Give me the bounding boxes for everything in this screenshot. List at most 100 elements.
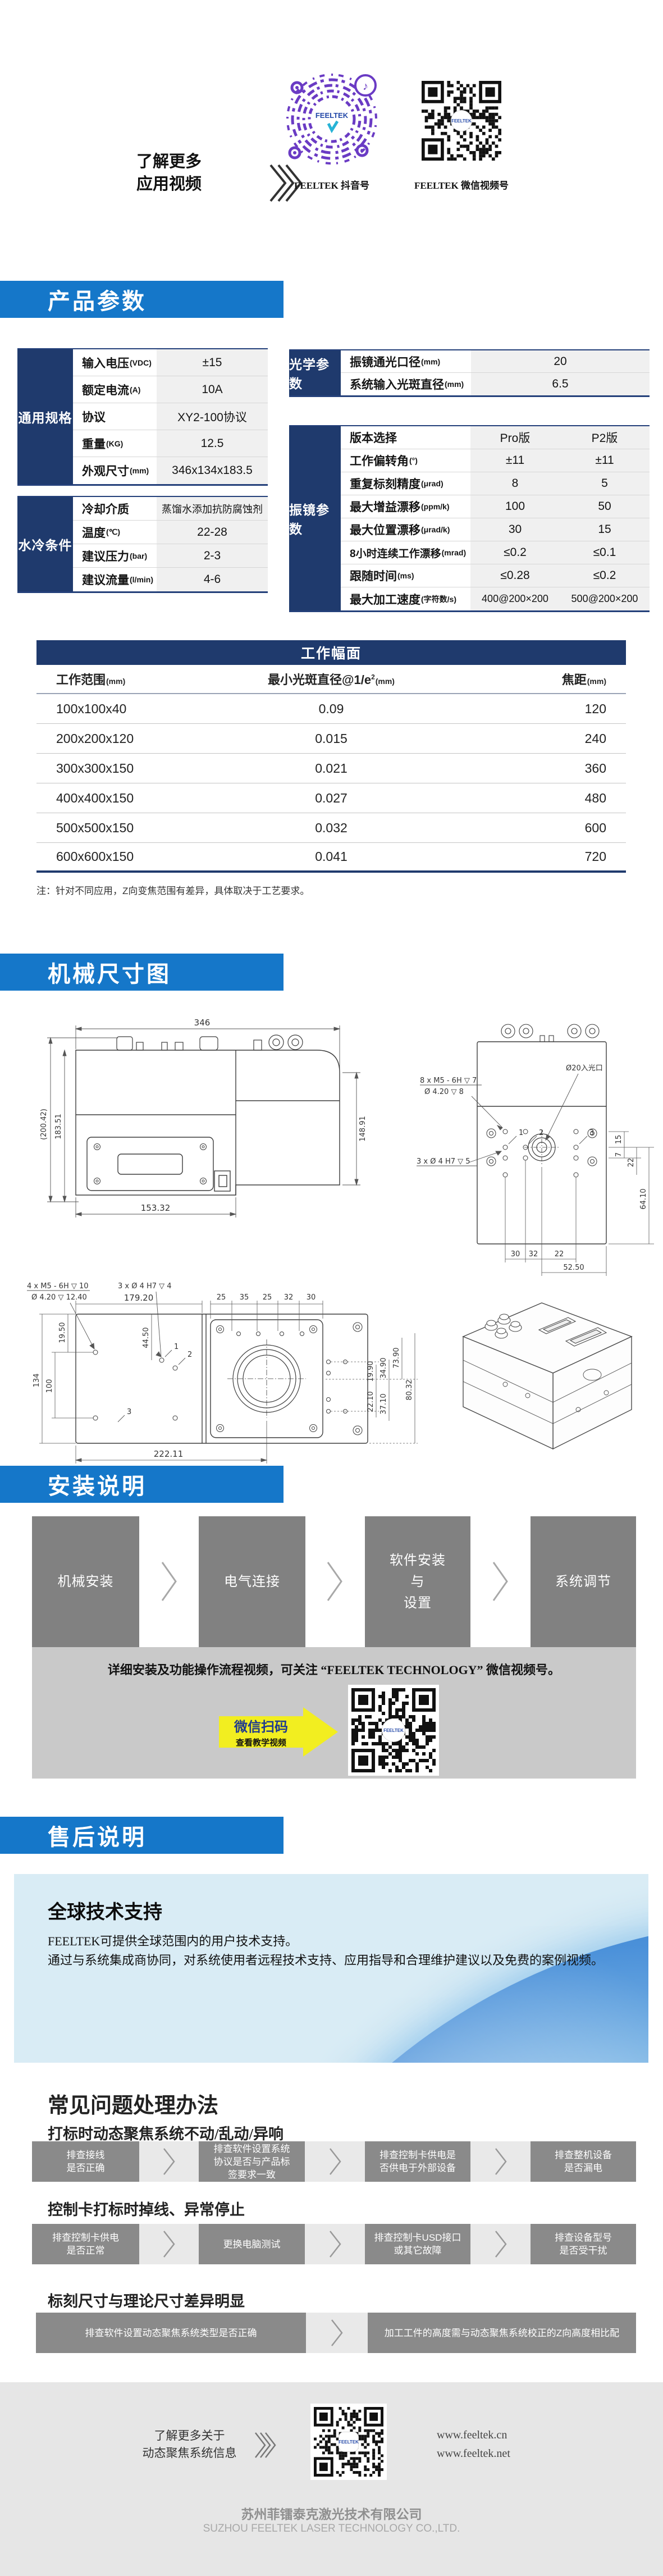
spec-label: 重复标刻精度(μrad): [341, 472, 470, 495]
spec-value: ±15: [157, 349, 268, 376]
footer-url-cn: www.feeltek.cn: [437, 2429, 507, 2441]
svg-text:346: 346: [194, 1018, 211, 1028]
spec-value-p2: P2版: [560, 426, 650, 449]
footer-qr-code: FEELTEK: [310, 2404, 387, 2480]
svg-text:3: 3: [589, 1129, 594, 1137]
workarea-row: 500x500x150 0.032 600: [36, 813, 626, 843]
faq-gap: [305, 2141, 365, 2182]
spec-label: 建议压力(bar): [73, 544, 157, 568]
spec-value-p2: 5: [560, 472, 650, 495]
flow-chevron-icon: [163, 2148, 175, 2175]
workarea-focal: 240: [584, 731, 606, 746]
spec-value-p2: 500@200×200: [560, 587, 650, 610]
footer-company-zh: 苏州菲镭泰克激光技术有限公司: [241, 2507, 422, 2522]
workarea-spot: 0.027: [315, 790, 347, 805]
aftersales-line1: FEELTEK可提供全球范围内的用户技术支持。: [48, 1934, 298, 1948]
feeltek-logo: FEELTEK: [316, 111, 349, 120]
footer-promo-text: 了解更多关于 动态聚焦系统信息: [129, 2427, 250, 2462]
install-qr-graphic: [351, 1688, 436, 1772]
wechat-scan-arrow: 微信扫码 查看教学视频: [219, 1716, 303, 1748]
svg-text:179.20: 179.20: [124, 1293, 154, 1303]
wechat-scan-arrow-head: [303, 1707, 338, 1757]
faq2-step-4: 排查设备型号 是否受干扰: [531, 2224, 636, 2264]
svg-text:Ø 4.20 ▽ 8: Ø 4.20 ▽ 8: [424, 1088, 464, 1096]
spec-label: 额定电流(A): [73, 376, 157, 403]
workarea-col1-header: 工作范围(mm): [56, 673, 126, 687]
workarea-range: 100x100x40: [56, 701, 127, 716]
workarea-focal: 120: [584, 701, 606, 716]
galvo-specs-header: 振镜参数: [289, 426, 341, 610]
faq1-step-3: 排查控制卡供电是 否供电于外部设备: [365, 2141, 470, 2182]
douyin-qr-label: FEELTEK 抖音号: [294, 180, 369, 191]
svg-text:37.10: 37.10: [379, 1393, 388, 1414]
cooling-specs-header: 水冷条件: [17, 497, 73, 591]
workarea-range: 600x600x150: [56, 849, 134, 864]
svg-text:8 x M5 - 6H ▽ 7: 8 x M5 - 6H ▽ 7: [420, 1077, 477, 1085]
wechat-scan-line1: 微信扫码: [234, 1720, 288, 1735]
aftersales-line2: 通过与系统集成商协同，对系统使用者远程技术支持、应用指导和合理维护建议以及免费的…: [48, 1953, 604, 1967]
spec-value-p2: ≤0.2: [560, 564, 650, 587]
workarea-range: 400x400x150: [56, 790, 134, 805]
mech-drawing-bottom-view: 4 x M5 - 6H ▽ 10 Ø 4.20 ▽ 12.40 3 x Ø 4 …: [17, 1275, 432, 1477]
section-banner-product-params: 产品参数: [0, 281, 284, 318]
workarea-col3-header: 焦距(mm): [561, 673, 606, 687]
svg-text:2: 2: [539, 1129, 543, 1137]
svg-text:22.10: 22.10: [367, 1391, 375, 1412]
logo-check-icon: [327, 120, 339, 134]
faq1-step-2: 排查软件设置系统 协议是否与产品标 签要求一致: [199, 2141, 305, 2182]
workarea-range: 500x500x150: [56, 820, 134, 835]
spec-value-p2: 50: [560, 495, 650, 518]
svg-text:35: 35: [240, 1293, 249, 1302]
spec-label: 温度(℃): [73, 521, 157, 544]
workarea-row: 200x200x120 0.015 240: [36, 724, 626, 754]
spec-value: XY2-100协议: [157, 403, 268, 430]
spec-value-pro: ±11: [470, 449, 560, 472]
flow-chevron-icon: [163, 2231, 175, 2258]
svg-text:30: 30: [307, 1293, 316, 1302]
svg-text:19.90: 19.90: [367, 1361, 375, 1382]
workarea-table-title: 工作幅面: [36, 640, 626, 665]
faq1-step-1: 排查接线 是否正确: [32, 2141, 139, 2182]
svg-text:4 x M5 - 6H ▽ 10: 4 x M5 - 6H ▽ 10: [27, 1282, 89, 1291]
svg-text:3: 3: [127, 1408, 131, 1416]
flow-chevron-icon: [495, 2231, 507, 2258]
spec-value-p2: ≤0.1: [560, 541, 650, 564]
flow-chevron-icon: [327, 1562, 342, 1601]
flow-chevron-icon: [329, 2231, 341, 2258]
svg-text:30: 30: [511, 1250, 520, 1259]
faq-subtitle-2: 控制卡打标时掉线、异常停止: [48, 2201, 245, 2218]
spec-label: 冷却介质: [73, 497, 157, 521]
workarea-spot: 0.041: [315, 849, 347, 864]
workarea-spot: 0.09: [318, 701, 344, 716]
svg-text:80.32: 80.32: [405, 1379, 414, 1400]
spec-value: 4-6: [157, 568, 268, 591]
spec-label: 最大加工速度(字符数/s): [341, 587, 470, 610]
workarea-range: 300x300x150: [56, 760, 134, 776]
faq-gap: [470, 2224, 531, 2264]
svg-text:3 x Ø 4 H7 ▽ 4: 3 x Ø 4 H7 ▽ 4: [118, 1282, 172, 1291]
svg-text:22: 22: [555, 1250, 564, 1259]
triple-chevron-icon: [269, 164, 303, 202]
promo-text: 了解更多 应用视频: [136, 151, 202, 195]
footer-chevron-icon: [255, 2432, 276, 2458]
workarea-row: 100x100x40 0.09 120: [36, 694, 626, 724]
spec-value: 346x134x183.5: [157, 457, 268, 484]
footer-company-en: SUZHOU FEELTEK LASER TECHNOLOGY CO.,LTD.: [203, 2523, 460, 2534]
faq-subtitle-3: 标刻尺寸与理论尺寸差异明显: [48, 2293, 245, 2310]
svg-text:100: 100: [45, 1379, 54, 1393]
workarea-focal: 480: [584, 790, 606, 805]
install-step-2: 电气连接: [199, 1516, 305, 1647]
svg-text:52.50: 52.50: [563, 1264, 584, 1272]
flow-chevron-icon: [495, 2148, 507, 2175]
general-specs-header: 通用规格: [17, 349, 73, 484]
faq-gap: [139, 2224, 199, 2264]
qr-center-logo: FEELTEK: [339, 2432, 359, 2452]
workarea-header-row: 工作范围(mm) 最小光斑直径@1/e2(mm) 焦距(mm): [36, 665, 626, 694]
faq2-step-1: 排查控制卡供电 是否正常: [32, 2224, 139, 2264]
svg-text:183.51: 183.51: [54, 1114, 63, 1139]
footer-qr-graphic: [314, 2407, 383, 2477]
footer-url-net: www.feeltek.net: [437, 2447, 510, 2460]
svg-text:32: 32: [529, 1250, 538, 1259]
spec-value-pro: ≤0.2: [470, 541, 560, 564]
